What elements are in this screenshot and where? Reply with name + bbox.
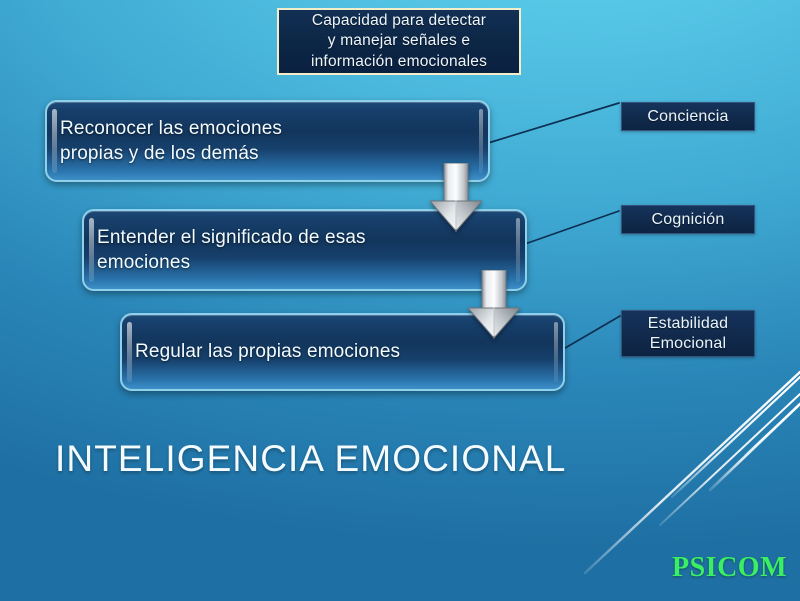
side-label-3-text: Estabilidad Emocional	[647, 315, 729, 352]
side-label-1-text: Conciencia	[647, 107, 729, 125]
process-box-1[interactable]: Reconocer las emociones propias y de los…	[45, 100, 490, 182]
side-label-estabilidad-emocional[interactable]: Estabilidad Emocional	[621, 310, 755, 357]
connector-line-2	[521, 210, 620, 246]
page-title: INTELIGENCIA EMOCIONAL	[55, 438, 567, 479]
process-box-2-text: Entender el significado de esas emocione…	[97, 226, 366, 273]
side-label-conciencia[interactable]: Conciencia	[621, 102, 755, 131]
process-box-2[interactable]: Entender el significado de esas emocione…	[82, 209, 527, 291]
caption-box: Capacidad para detectar y manejar señale…	[277, 8, 521, 75]
psicom-watermark: PSICOM	[672, 552, 787, 583]
down-arrow-icon-2	[468, 270, 520, 340]
connector-line-3	[559, 315, 621, 352]
caption-text: Capacidad para detectar y manejar señale…	[310, 11, 488, 70]
side-label-cognicion[interactable]: Cognición	[621, 205, 755, 234]
process-box-3-text: Regular las propias emociones	[135, 341, 401, 363]
side-label-2-text: Cognición	[651, 210, 725, 228]
connector-line-1	[487, 102, 620, 144]
process-box-1-text: Reconocer las emociones propias y de los…	[60, 117, 283, 164]
down-arrow-icon-1	[430, 163, 482, 233]
